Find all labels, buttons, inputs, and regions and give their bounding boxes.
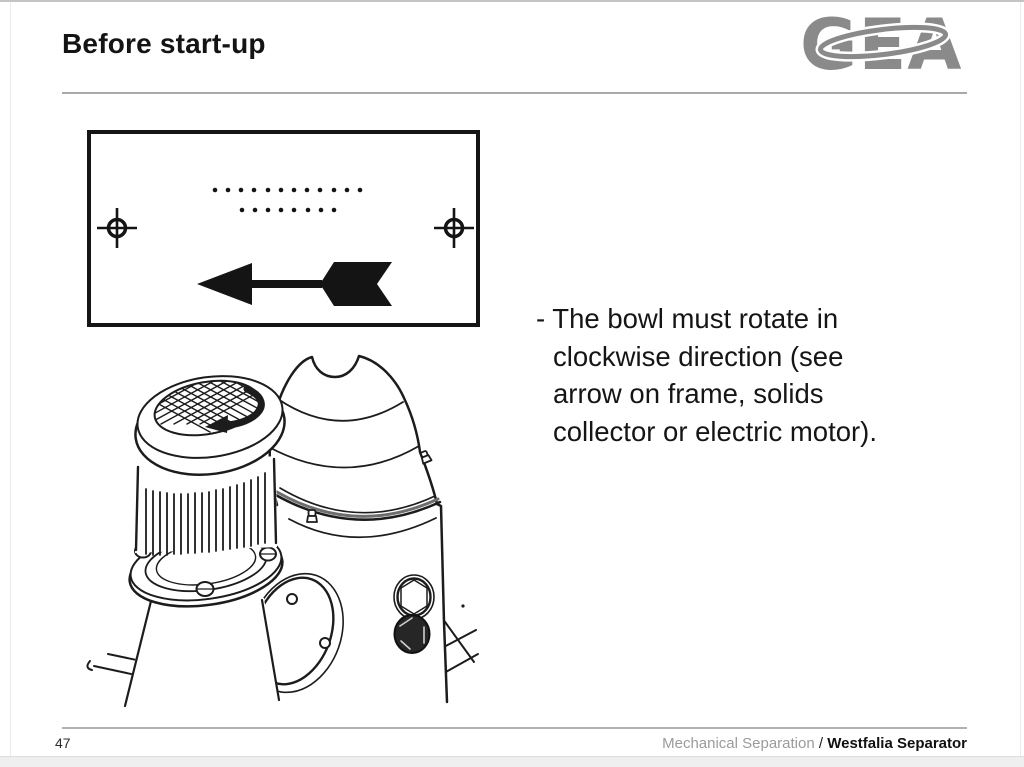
slide-left-edge <box>10 2 11 757</box>
bullet-line: arrow on frame, solids <box>553 378 824 409</box>
rotation-direction-plate <box>87 130 480 327</box>
footer-rule <box>62 727 967 729</box>
punched-dots-row-1 <box>212 187 363 193</box>
separator-line-drawing <box>86 354 479 708</box>
direction-arrow-left-icon <box>197 262 392 306</box>
page-number: 47 <box>55 735 71 751</box>
bullet-line: clockwise direction (see <box>553 340 844 372</box>
hood-side-bolt <box>420 450 433 465</box>
clockwise-rotation-arrow <box>205 385 265 433</box>
crosshair-mark-left <box>97 208 137 248</box>
collector-rim-bolt <box>306 509 318 523</box>
bullet-text: - The bowl must rotate in clockwise dire… <box>536 300 976 450</box>
flange-bolt <box>195 581 215 597</box>
footer-text: Mechanical Separation / Westfalia Separa… <box>662 735 967 752</box>
slide-top-edge <box>0 0 1024 2</box>
bullet-line: collector or electric motor). <box>553 415 877 447</box>
slide-right-edge <box>1020 2 1021 757</box>
footer-division: Mechanical Separation <box>662 735 815 752</box>
motor-cooling-fins <box>145 472 266 556</box>
sight-glass-plugs <box>393 574 435 654</box>
footer-separator: / <box>818 735 824 752</box>
slide-bottom-margin <box>0 756 1024 767</box>
flange-bolt <box>259 546 277 562</box>
crosshair-mark-right <box>434 208 474 248</box>
gea-logo: GEA <box>800 6 961 78</box>
footer-product: Westfalia Separator <box>827 735 967 752</box>
punched-dots-row-2 <box>239 207 337 213</box>
electric-motor <box>123 373 286 708</box>
bullet-line: - The bowl must rotate in <box>536 303 839 334</box>
slide-title: Before start-up <box>62 28 266 59</box>
header-rule <box>62 92 967 94</box>
gea-logo-swoosh <box>815 22 951 62</box>
